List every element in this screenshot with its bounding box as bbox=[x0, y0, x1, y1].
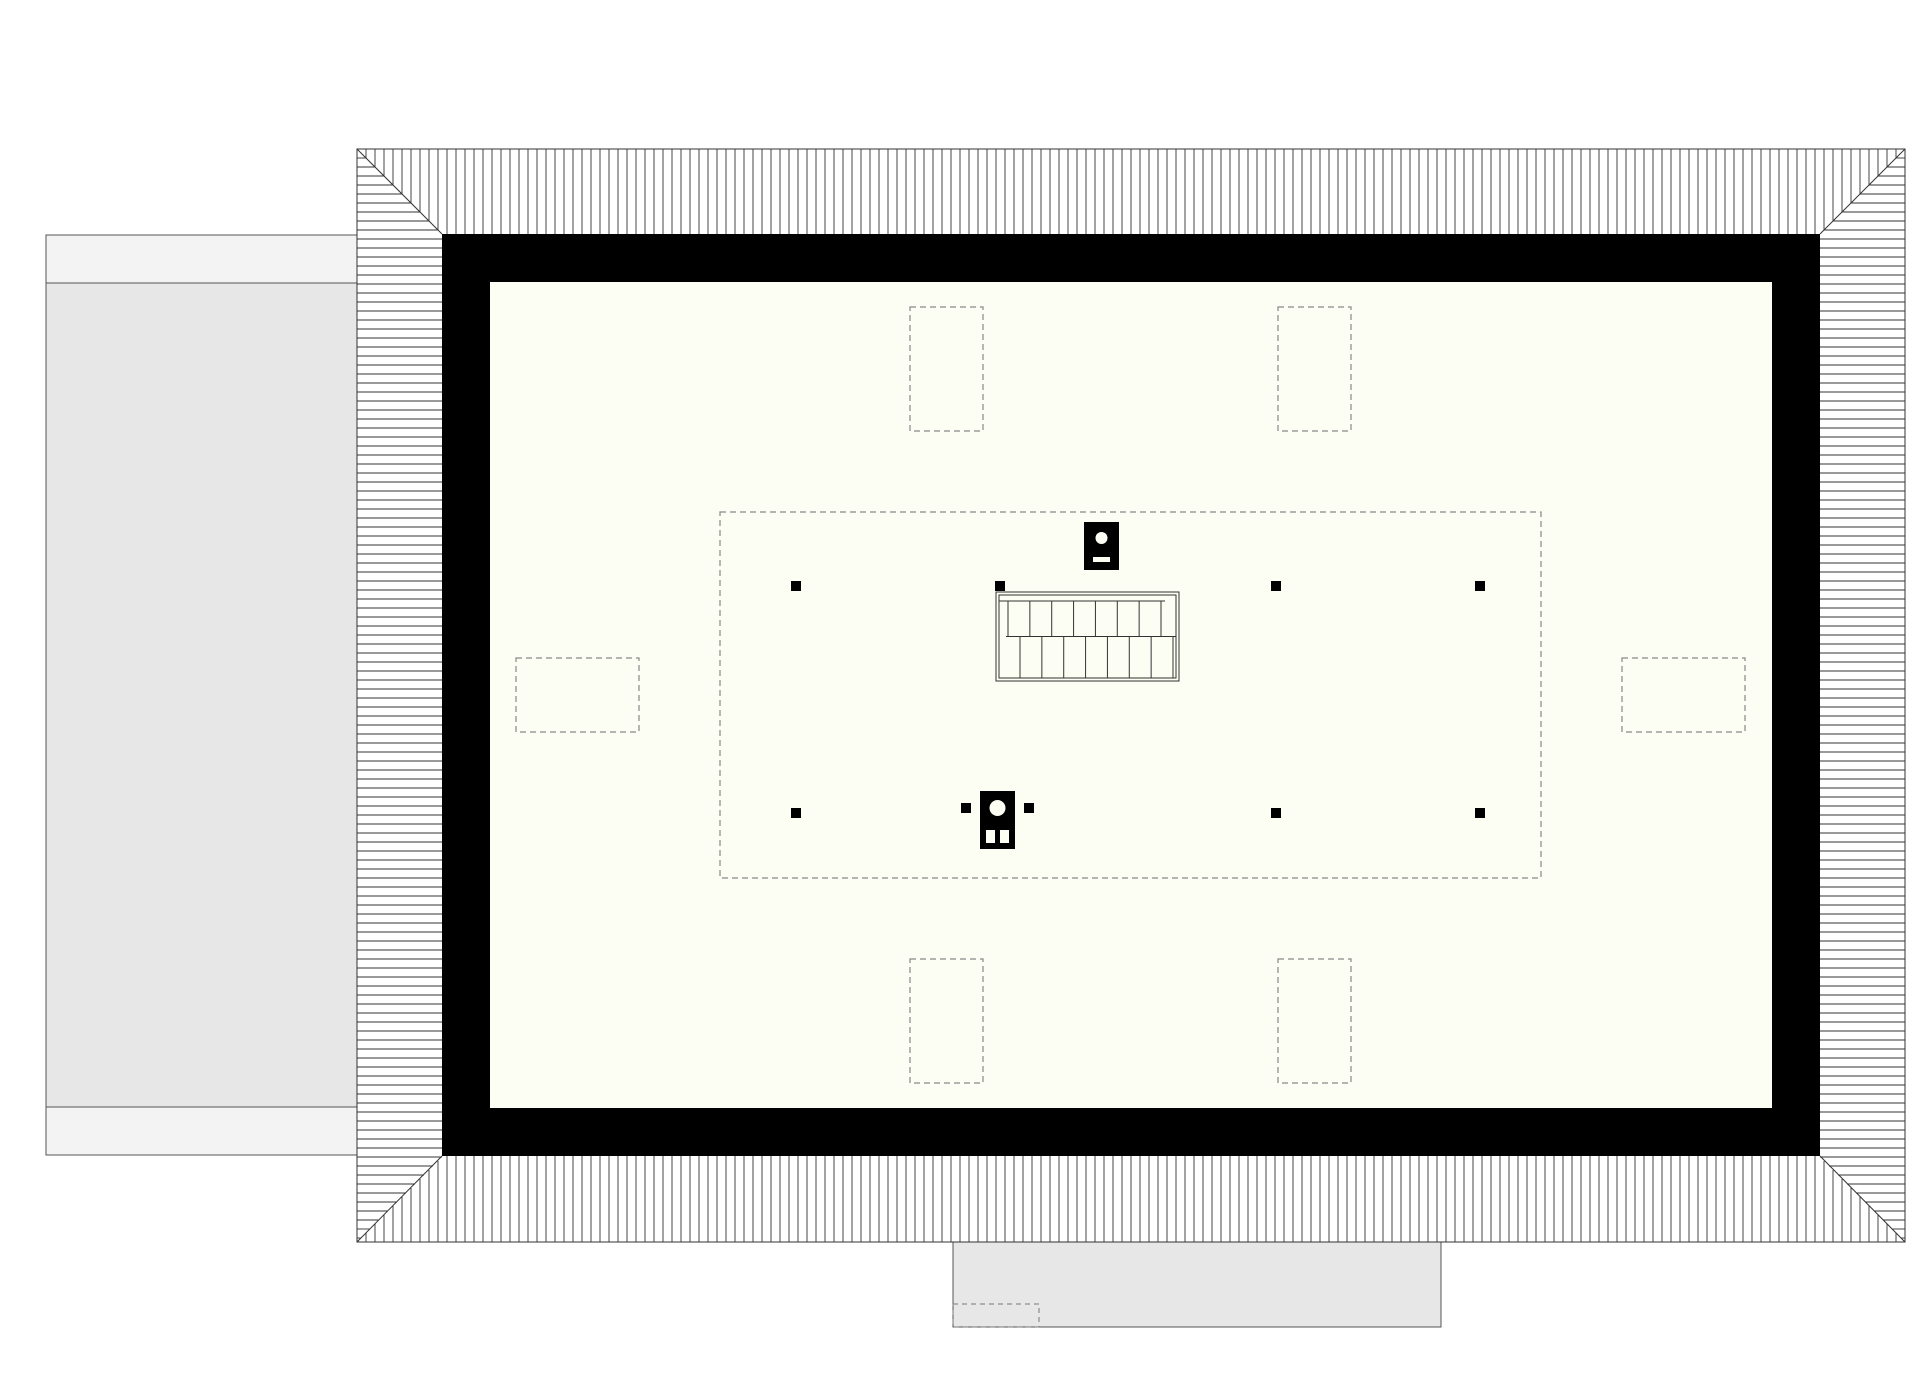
post bbox=[995, 581, 1005, 591]
post bbox=[1475, 581, 1485, 591]
left-canopy bbox=[45, 234, 359, 1156]
left-canopy-bottom-strip bbox=[45, 1106, 359, 1156]
skylights bbox=[515, 306, 1746, 1084]
roof-hatching bbox=[357, 149, 1905, 1242]
post bbox=[1475, 808, 1485, 818]
post bbox=[791, 581, 801, 591]
left-canopy-body bbox=[45, 282, 359, 1108]
interior-floor bbox=[490, 282, 1772, 1108]
post bbox=[791, 808, 801, 818]
central-dashed-zone bbox=[719, 511, 1542, 879]
skylight-left bbox=[515, 657, 640, 733]
left-canopy-top-strip bbox=[45, 234, 359, 284]
staircase bbox=[995, 591, 1180, 682]
skylight-top-right bbox=[1277, 306, 1352, 432]
post bbox=[1271, 581, 1281, 591]
skylight-bottom-right bbox=[1277, 958, 1352, 1084]
skylight-top-left bbox=[909, 306, 984, 432]
skylight-right bbox=[1621, 657, 1746, 733]
bottom-canopy bbox=[952, 1241, 1442, 1328]
skylight-bottom-left bbox=[909, 958, 984, 1084]
post bbox=[1271, 808, 1281, 818]
roof-hips bbox=[356, 148, 1906, 1243]
staircase-outline bbox=[995, 591, 1180, 682]
bottom-canopy-body bbox=[952, 1241, 1442, 1328]
chimney-bottom bbox=[961, 791, 1034, 849]
chimney-top bbox=[1084, 522, 1119, 570]
posts bbox=[791, 581, 1485, 818]
